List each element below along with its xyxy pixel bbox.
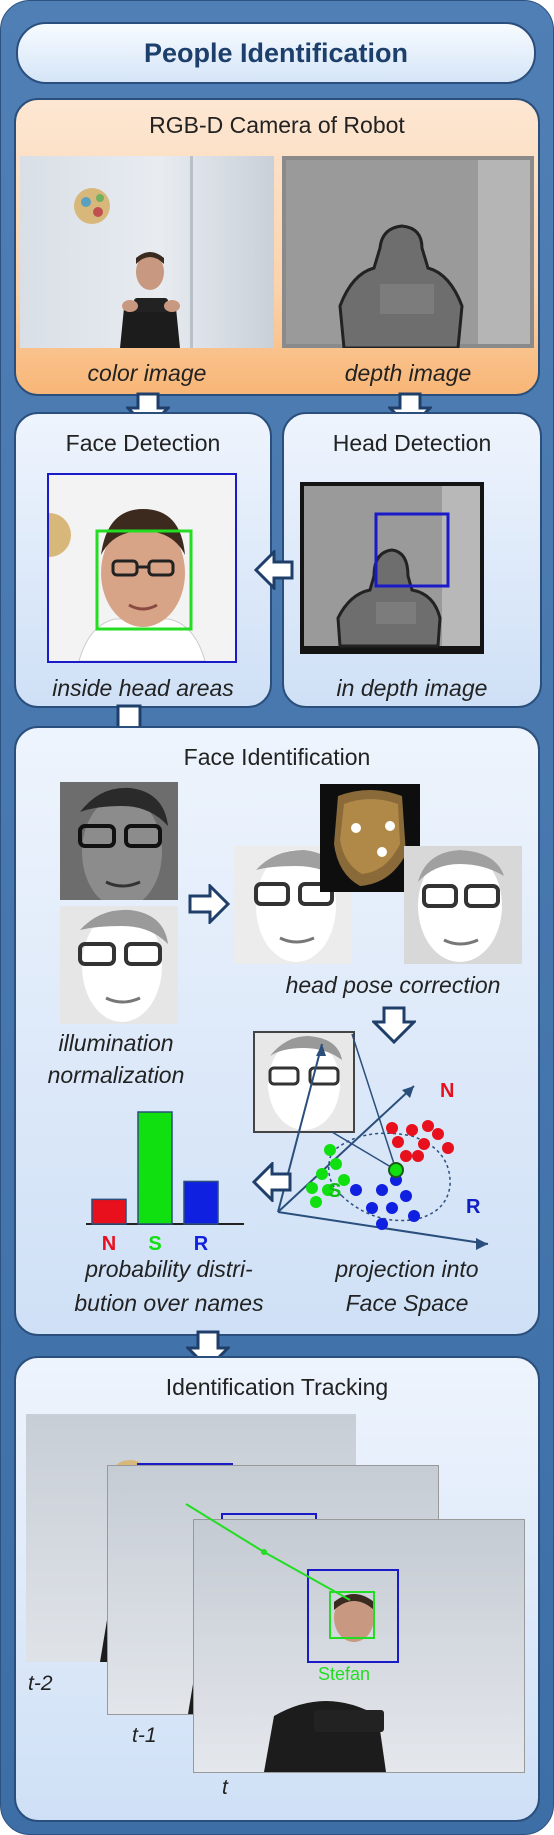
head-detection-caption: in depth image [336, 675, 488, 701]
tracking-name-tag: Stefan [318, 1664, 371, 1684]
tracking-title: Identification Tracking [165, 1374, 389, 1400]
face-space-plot [253, 1031, 489, 1250]
head-detection-title: Head Detection [332, 430, 492, 456]
probability-label-line1: probability distri- [85, 1256, 253, 1282]
track-path [185, 1503, 351, 1601]
bar-label-s: S [148, 1233, 161, 1255]
probability-label-line2: bution over names [74, 1290, 264, 1316]
bar-label-n: N [102, 1233, 116, 1255]
illumination-label-line2: normalization [47, 1062, 185, 1088]
face-sample-dark [60, 782, 178, 900]
face-sample-normalized [60, 906, 178, 1024]
head-detection-image [300, 482, 484, 654]
bar-r [183, 1180, 219, 1225]
bar-n [91, 1198, 127, 1225]
right-arrow-icon [188, 884, 230, 924]
tracking-frame-t [194, 1520, 524, 1772]
depth-image-label: depth image [344, 360, 472, 386]
page-title: People Identification [16, 22, 536, 84]
projection-label-line1: projection into [335, 1256, 479, 1282]
pose-face-right [404, 846, 522, 964]
face-space-label-n: N [440, 1080, 455, 1102]
face-space-label-s: S [328, 1180, 342, 1202]
color-image-label: color image [87, 360, 207, 386]
camera-panel-title: RGB-D Camera of Robot [149, 112, 405, 138]
left-arrow-icon [252, 1162, 292, 1202]
head-pose-label: head pose correction [285, 972, 501, 998]
projection-label-line2: Face Space [345, 1290, 469, 1316]
down-arrow-icon [372, 1006, 416, 1044]
frame-label-t: t [222, 1776, 228, 1799]
face-space-label-r: R [466, 1196, 481, 1218]
left-arrow-icon [254, 550, 294, 590]
depth-image [282, 156, 534, 348]
illumination-label-line1: illumination [58, 1030, 174, 1056]
face-detection-caption: inside head areas [52, 675, 234, 701]
face-detection-image [47, 473, 237, 663]
pose-3d-mesh [320, 784, 420, 892]
bar-s [137, 1111, 173, 1225]
frame-label-t-1: t-1 [132, 1724, 157, 1747]
face-detection-title: Face Detection [65, 430, 221, 456]
bar-label-r: R [194, 1233, 209, 1255]
color-image [20, 156, 274, 348]
frame-label-t-2: t-2 [28, 1672, 53, 1695]
face-identification-title: Face Identification [183, 744, 371, 770]
